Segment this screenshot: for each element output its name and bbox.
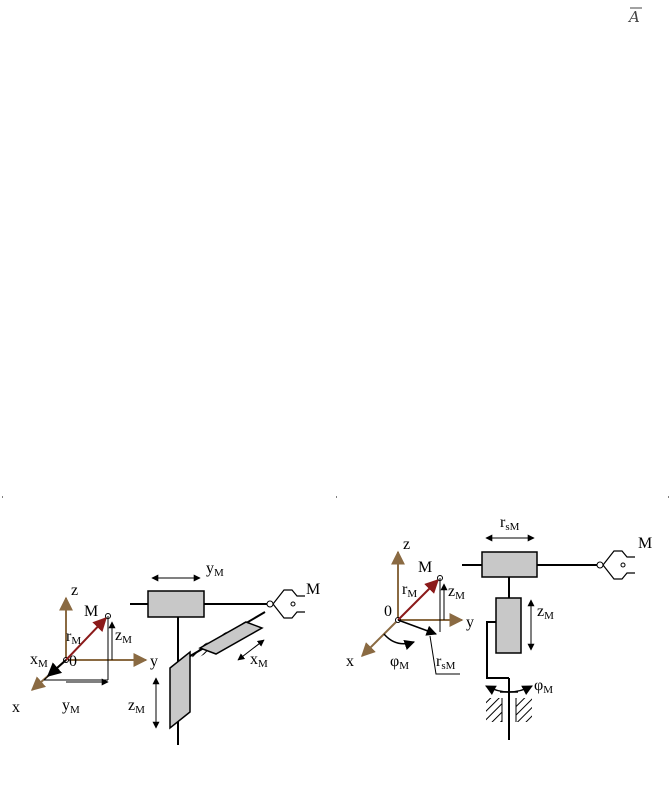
right-origin-label: 0	[384, 603, 392, 620]
left-yM-main: y	[62, 697, 70, 714]
right-r-label: rM	[402, 581, 417, 600]
left-gripper-M-label: M	[306, 581, 320, 598]
corner-symbol-text: A	[627, 8, 640, 26]
left-zM-main: z	[115, 627, 122, 644]
left-yM-label: yM	[62, 697, 80, 716]
left-col-zM-sub: M	[135, 704, 145, 716]
left-x-slider-plate	[198, 621, 264, 655]
right-base-phi-label: φM	[534, 677, 553, 696]
right-column-guide	[486, 621, 509, 679]
left-M-label: M	[84, 603, 98, 620]
right-col-zM-main: z	[537, 603, 544, 620]
right-base-phi-sub: M	[543, 684, 553, 696]
right-base-hatch-left	[486, 698, 502, 722]
left-top-yM-main: y	[206, 560, 214, 577]
right-cylindrical-diagram: z y x 0 M rM zM φM rsM M rsM zM	[346, 514, 652, 740]
left-y-slider-block	[147, 590, 205, 618]
left-r-sub: M	[71, 635, 81, 647]
right-y-label: y	[466, 614, 474, 631]
right-rs-main: r	[436, 653, 442, 670]
right-base-phi-main: φ	[534, 677, 543, 694]
right-gripper	[596, 550, 635, 580]
left-right-xM-sub: M	[258, 658, 268, 670]
left-col-zM-label: zM	[128, 697, 145, 716]
left-xM-label: xM	[30, 651, 48, 670]
right-rs-label: rsM	[436, 653, 456, 672]
right-rs-vector	[397, 619, 437, 636]
corner-symbol: A	[627, 7, 642, 26]
left-r-label: rM	[66, 628, 81, 647]
left-zM-label: zM	[115, 627, 132, 646]
right-rs-slider-block	[481, 551, 538, 578]
left-col-zM-main: z	[128, 697, 135, 714]
left-xM-main: x	[30, 651, 38, 668]
right-top-rs-label: rsM	[500, 514, 520, 533]
left-x-label: x	[12, 699, 20, 716]
left-xM-arrow	[46, 659, 67, 677]
right-r-main: r	[402, 581, 408, 598]
left-position-vector	[65, 616, 107, 661]
right-M-label: M	[418, 559, 432, 576]
right-z-label: z	[403, 536, 410, 553]
left-right-xM-main: x	[250, 651, 258, 668]
left-top-yM-label: yM	[206, 560, 224, 579]
right-rs-sub: sM	[441, 660, 455, 672]
left-gripper	[266, 589, 305, 619]
right-phi-arc	[383, 633, 415, 650]
right-base-hatch-right	[516, 698, 532, 722]
right-top-rs-main: r	[500, 514, 506, 531]
right-phi-label: φM	[390, 653, 409, 672]
right-position-vector	[397, 579, 439, 621]
left-yM-sub: M	[70, 704, 80, 716]
left-z-slider-plate	[169, 650, 191, 730]
left-y-label: y	[150, 653, 158, 670]
right-x-label: x	[346, 653, 354, 670]
left-zM-sub: M	[122, 634, 132, 646]
right-top-rs-sub: sM	[505, 521, 519, 533]
left-right-xM-label: xM	[250, 651, 268, 670]
left-xM-sub: M	[38, 658, 48, 670]
left-z-label: z	[71, 582, 78, 599]
left-r-main: r	[66, 628, 72, 645]
right-zM-sub: M	[455, 590, 465, 602]
right-col-zM-label: zM	[537, 603, 554, 622]
right-r-sub: M	[407, 588, 417, 600]
right-rs-leader	[429, 635, 460, 675]
left-cartesian-diagram: z y x 0 M rM zM xM yM M yM xM	[12, 560, 320, 745]
left-origin-label: 0	[69, 653, 77, 670]
right-x-axis	[361, 619, 399, 657]
right-col-zM-sub: M	[544, 610, 554, 622]
right-phi-sub: M	[399, 660, 409, 672]
left-top-yM-sub: M	[214, 567, 224, 579]
left-right-xM-arrow	[237, 639, 265, 661]
right-phi-main: φ	[390, 653, 399, 670]
right-zM-main: z	[448, 583, 455, 600]
right-zM-label: zM	[448, 583, 465, 602]
right-gripper-M-label: M	[638, 535, 652, 552]
right-z-slider-block	[495, 597, 522, 654]
